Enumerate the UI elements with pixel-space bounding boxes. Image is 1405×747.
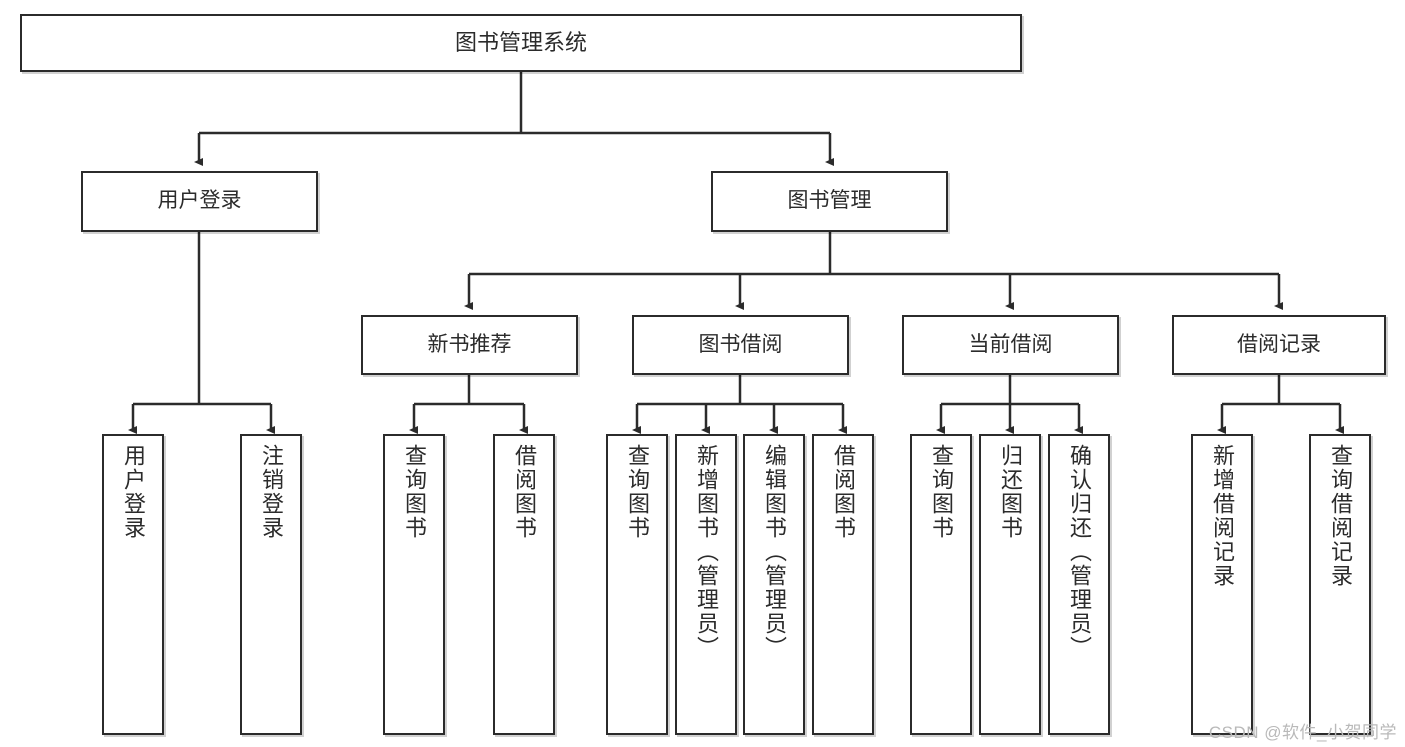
leaf-user-login[interactable]: 用户登录 [102, 434, 164, 735]
leaf-user-logout[interactable]: 注销登录 [240, 434, 302, 735]
leaf-query-book-borrow[interactable]: 查询图书 [606, 434, 668, 735]
node-label: 新书推荐 [427, 332, 512, 356]
node-label: 用户登录 [121, 444, 146, 540]
node-label: 用户登录 [157, 189, 242, 213]
node-label: 借阅记录 [1237, 332, 1321, 356]
leaf-query-borrow-record[interactable]: 查询借阅记录 [1309, 434, 1371, 735]
leaf-edit-book-admin[interactable]: 编辑图书（管理员） [743, 434, 805, 735]
node-label: 图书借阅 [698, 332, 783, 356]
node-label: 归还图书 [998, 444, 1023, 540]
node-label: 查询图书 [402, 444, 427, 540]
node-label: 图书管理系统 [454, 30, 587, 56]
leaf-borrow-book[interactable]: 借阅图书 [812, 434, 874, 735]
leaf-return-book[interactable]: 归还图书 [979, 434, 1041, 735]
node-label: 注销登录 [259, 444, 284, 540]
node-label: 确认归还（管理员） [1067, 444, 1092, 660]
node-user-login[interactable]: 用户登录 [81, 171, 318, 232]
node-label: 新增图书（管理员） [694, 444, 719, 660]
node-label: 查询借阅记录 [1328, 444, 1353, 588]
node-label: 编辑图书（管理员） [762, 444, 787, 660]
node-book-management[interactable]: 图书管理 [711, 171, 948, 232]
node-label: 新增借阅记录 [1210, 444, 1235, 588]
node-current-borrow[interactable]: 当前借阅 [902, 315, 1119, 375]
node-label: 借阅图书 [512, 444, 537, 540]
node-label: 当前借阅 [968, 332, 1053, 356]
node-root[interactable]: 图书管理系统 [20, 14, 1022, 72]
leaf-confirm-return-admin[interactable]: 确认归还（管理员） [1048, 434, 1110, 735]
leaf-query-book-new[interactable]: 查询图书 [383, 434, 445, 735]
node-label: 借阅图书 [831, 444, 856, 540]
node-label: 图书管理 [787, 189, 872, 213]
leaf-add-book-admin[interactable]: 新增图书（管理员） [675, 434, 737, 735]
leaf-query-book-current[interactable]: 查询图书 [910, 434, 972, 735]
leaf-add-borrow-record[interactable]: 新增借阅记录 [1191, 434, 1253, 735]
node-label: 查询图书 [929, 444, 954, 540]
node-borrow-record[interactable]: 借阅记录 [1172, 315, 1386, 375]
node-book-borrow[interactable]: 图书借阅 [632, 315, 849, 375]
leaf-borrow-book-new[interactable]: 借阅图书 [493, 434, 555, 735]
watermark-text: CSDN @软件_小贺同学 [1208, 723, 1397, 742]
node-new-book-recommend[interactable]: 新书推荐 [361, 315, 578, 375]
node-label: 查询图书 [625, 444, 650, 540]
